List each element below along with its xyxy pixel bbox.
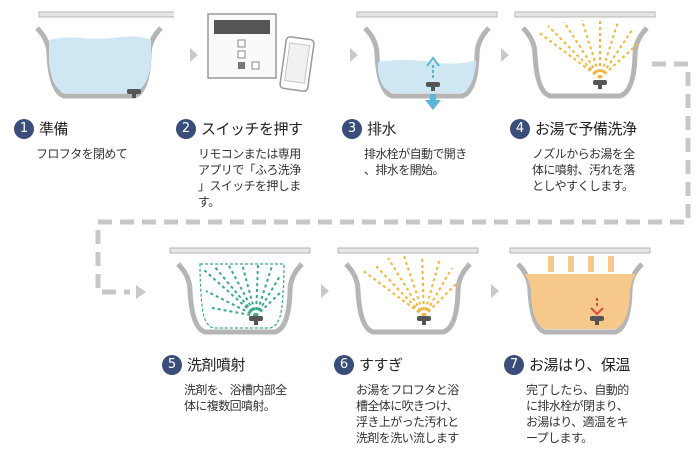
- step-title-text: 洗剤噴射: [187, 356, 246, 374]
- bathtub-draining-illustration: [356, 11, 498, 110]
- step-title-text: お湯はり、保温: [529, 356, 630, 374]
- step-title-text: お湯で予備洗浄: [535, 120, 637, 138]
- step-description: 完了したら、自動的 に排水栓が閉まり、 お湯はり、適温をキ ープします。: [526, 383, 629, 445]
- step-title-text: すすぎ: [359, 356, 403, 374]
- step-title: 7 お湯はり、保温: [504, 354, 630, 375]
- bathtub-detergent-spray-illustration: [169, 247, 311, 335]
- chevron-right-icon: [350, 48, 358, 62]
- step-number-badge: 7: [504, 354, 524, 375]
- chevron-right-icon: [321, 284, 329, 298]
- bathtub-refill-illustration: [509, 247, 651, 335]
- step-title: 4 お湯で予備洗浄: [510, 118, 637, 139]
- step-number-badge: 6: [334, 354, 354, 375]
- step-description: 洗剤を、浴槽内部全 体に複数回噴射。: [184, 383, 287, 413]
- step-description: リモコンまたは専用 アプリで「ふろ洗浄 」スイッチを押しま す。: [198, 147, 301, 209]
- step-title-text: 排水: [367, 120, 397, 138]
- bathtub-rinse-illustration: [337, 247, 479, 335]
- step-number-badge: 5: [162, 354, 182, 375]
- bathtub-hot-spray-illustration: [514, 11, 656, 99]
- step-number-badge: 2: [176, 118, 196, 139]
- step-title-text: 準備: [39, 120, 69, 138]
- step-description: フロフタを閉めて: [36, 147, 128, 161]
- step-description: 排水栓が自動で開き 、排水を開始。: [364, 147, 467, 177]
- step-title: 5 洗剤噴射: [162, 354, 246, 375]
- step-number-badge: 3: [342, 118, 362, 139]
- step-number-badge: 1: [14, 118, 34, 139]
- step-title: 2 スイッチを押す: [176, 118, 303, 139]
- step-number-badge: 4: [510, 118, 530, 139]
- step-title-text: スイッチを押す: [201, 120, 303, 138]
- chevron-right-icon: [501, 48, 509, 62]
- step-title: 6 すすぎ: [334, 354, 403, 375]
- bathtub-with-water-illustration: [35, 11, 174, 99]
- remote-and-phone-illustration: [207, 13, 315, 92]
- chevron-right-icon: [491, 284, 499, 298]
- step-title: 3 排水: [342, 118, 397, 139]
- chevron-right-icon: [190, 48, 198, 62]
- step-description: お湯をフロフタと浴 槽全体に吹きつけ、 浮き上がった汚れと 洗剤を洗い流します: [356, 383, 459, 445]
- step-title: 1 準備: [14, 118, 69, 139]
- step-description: ノズルからお湯を全 体に噴射、汚れを落 としやすくします。: [532, 147, 635, 193]
